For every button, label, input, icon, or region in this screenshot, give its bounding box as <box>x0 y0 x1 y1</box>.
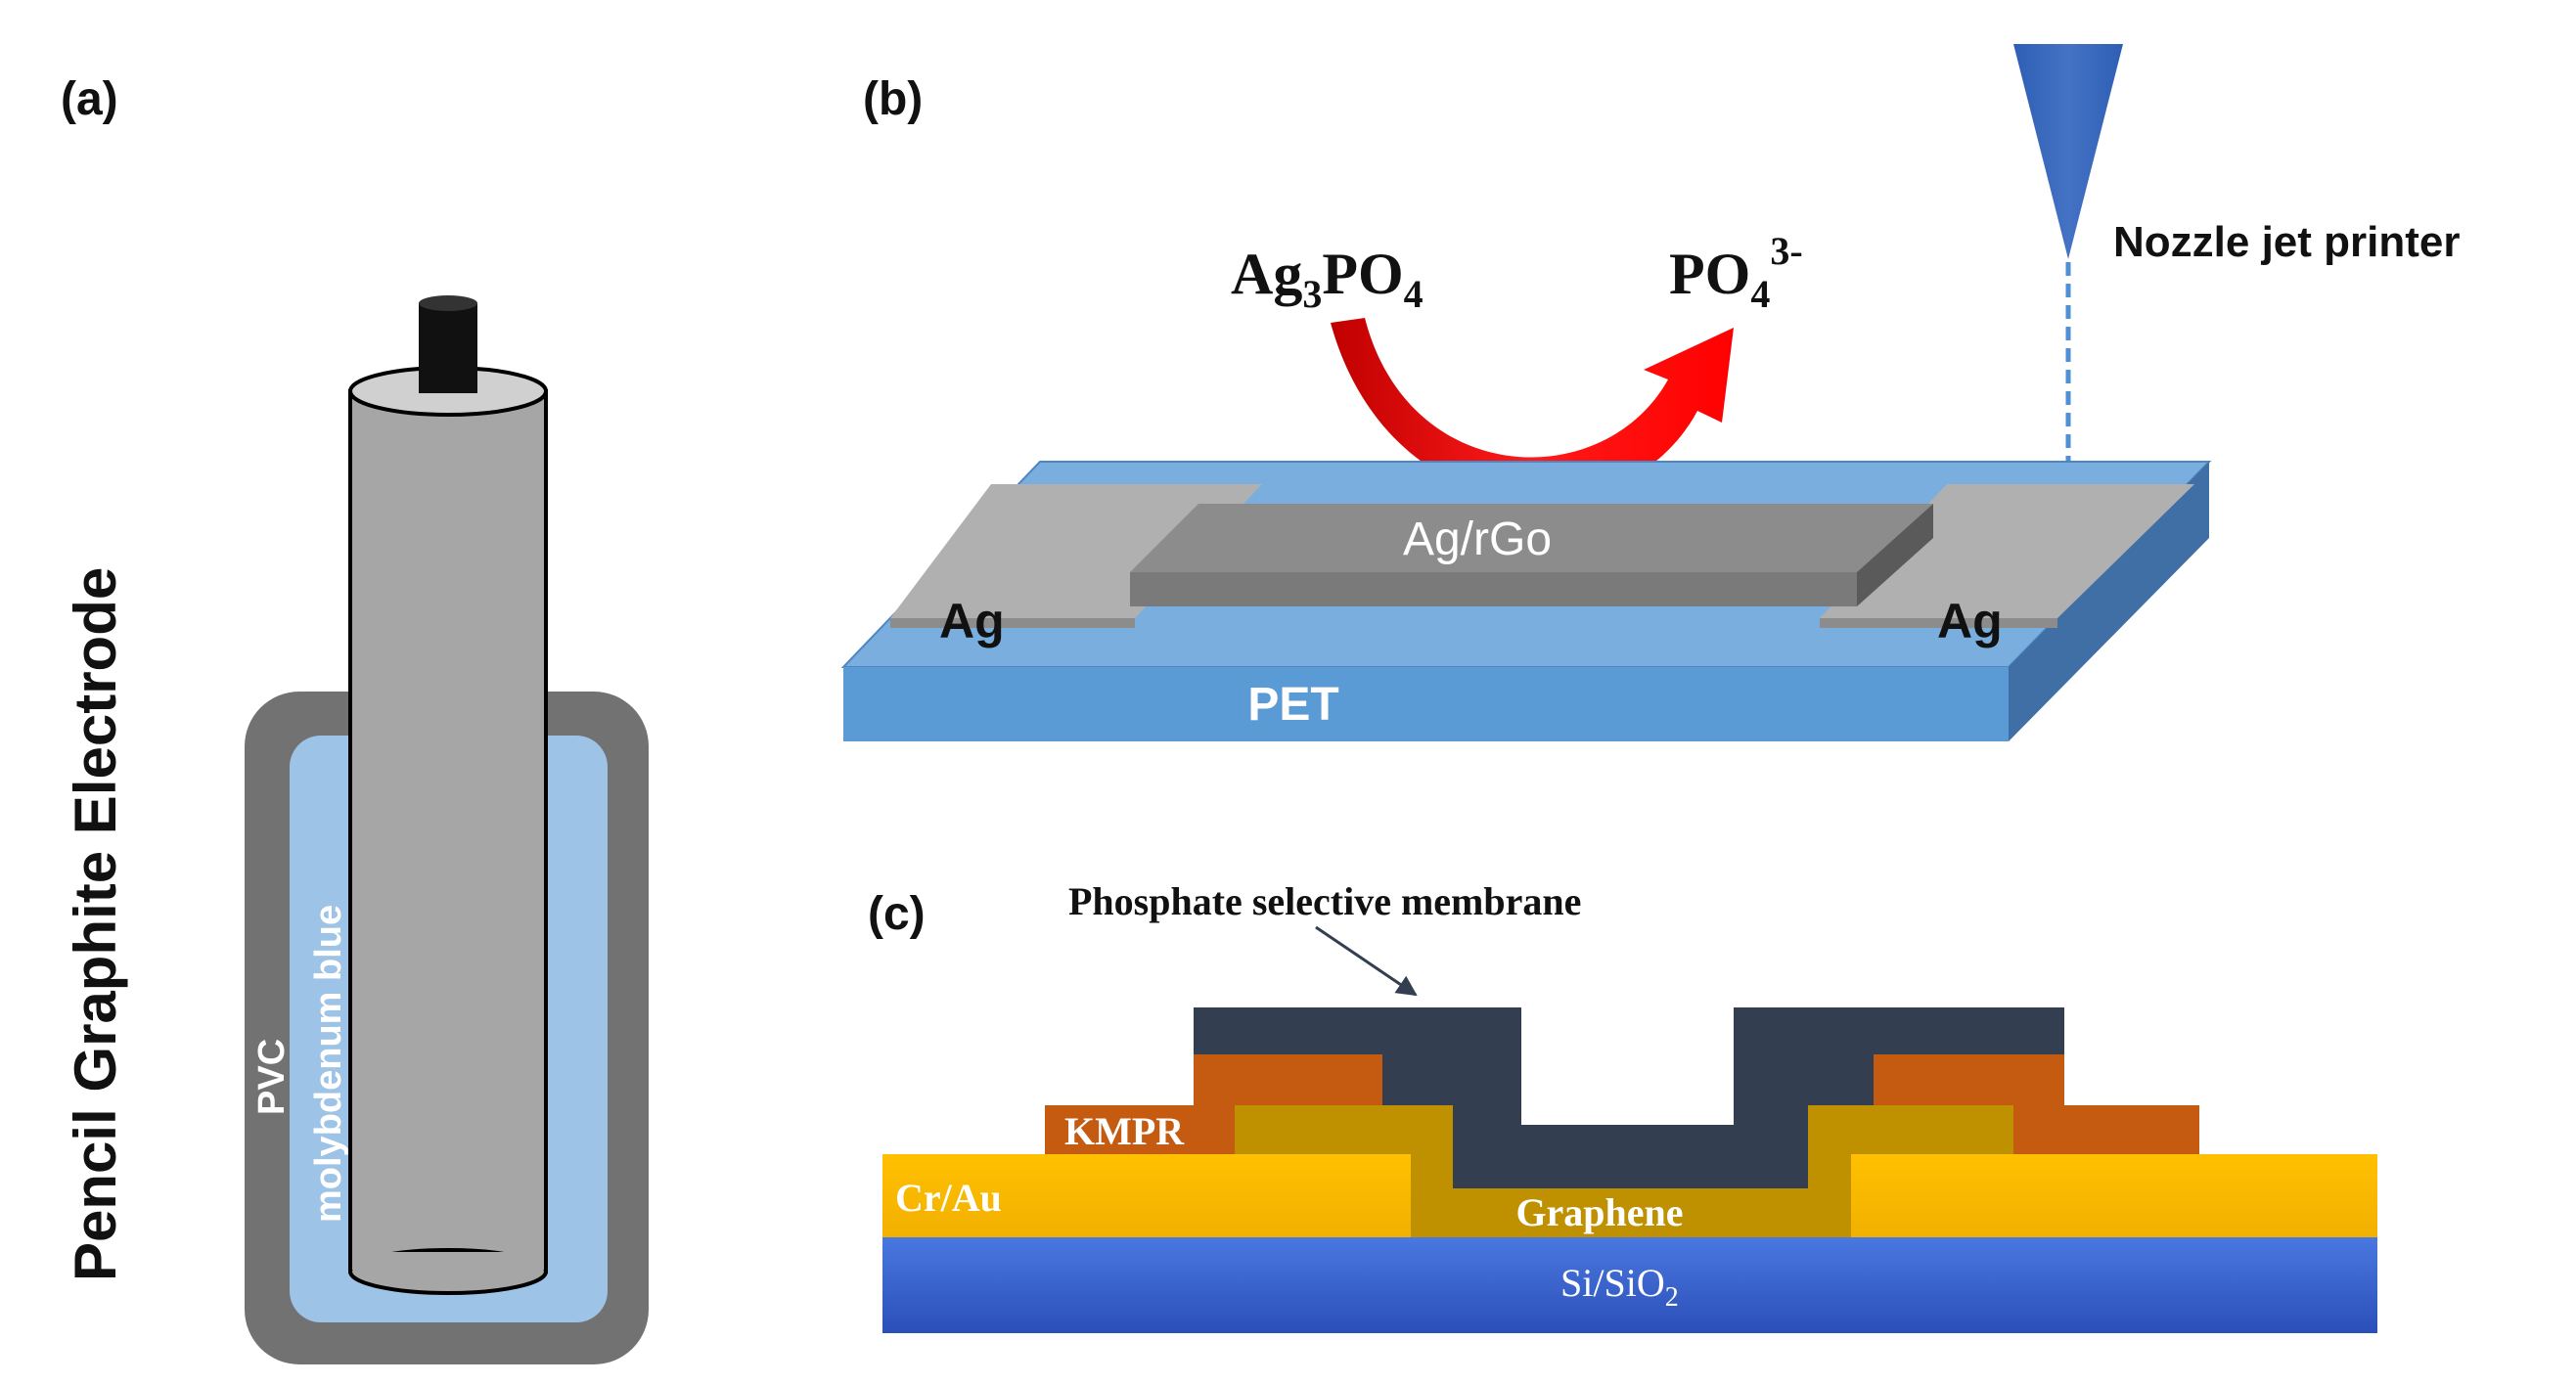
molybdenum-blue-label: molybdenum blue <box>308 905 349 1223</box>
panel-b: (b) Nozzle jet printer Ag3PO4 PO43- PET … <box>840 44 2461 741</box>
kmpr-label: KMPR <box>1064 1109 1185 1153</box>
pet-label: PET <box>1247 679 1338 731</box>
panel-b-label: (b) <box>863 73 923 125</box>
ag-contact-right <box>1820 484 2194 618</box>
ag-contact-right-edge <box>1820 618 2057 628</box>
reaction-arrow <box>1331 318 1734 501</box>
panel-a-label: (a) <box>61 73 118 125</box>
kmpr-layer-left-base <box>1045 1105 1241 1154</box>
ag-left-label: Ag <box>939 594 1005 648</box>
reactant-formula: Ag3PO4 <box>1231 242 1424 316</box>
cr-au-electrode-right <box>1851 1154 2377 1237</box>
cr-au-electrode-left <box>882 1154 1411 1237</box>
graphite-cylinder-body <box>348 389 548 1273</box>
ag-rgo-channel-top <box>1130 504 1933 572</box>
product-formula: PO43- <box>1669 229 1803 316</box>
graphite-cylinder-mask <box>352 1252 544 1270</box>
ag-rgo-label: Ag/rGo <box>1403 514 1552 565</box>
ag-rgo-channel-front <box>1130 572 1857 606</box>
panel-c-label: (c) <box>868 888 926 940</box>
si-sio2-label: Si/SiO2 <box>1560 1261 1679 1313</box>
graphene-layer <box>1235 1105 2013 1237</box>
si-sio2-substrate <box>882 1237 2377 1333</box>
ag-right-label: Ag <box>1937 594 2003 648</box>
ag-contact-left-edge <box>890 618 1135 628</box>
kmpr-layer-left-top <box>1194 1054 1382 1105</box>
kmpr-layer-right-base <box>2013 1105 2199 1154</box>
nozzle-jet-printer <box>2013 44 2123 259</box>
nozzle-jet-printer-label: Nozzle jet printer <box>2113 218 2461 266</box>
ag-contact-left <box>890 484 1262 618</box>
connector-pin-top <box>419 295 477 311</box>
pet-substrate-right-side <box>2009 462 2209 741</box>
connector-pin <box>419 303 477 393</box>
membrane-pointer-arrow <box>1315 925 1418 997</box>
pvc-label: PVC <box>251 1039 293 1115</box>
membrane-label: Phosphate selective membrane <box>1068 879 1581 923</box>
graphene-label: Graphene <box>1515 1190 1683 1234</box>
panel-a-title: Pencil Graphite Electrode <box>63 567 128 1281</box>
pet-substrate-front <box>843 667 2009 741</box>
panel-c: (c) Phosphate selective membrane Si/SiO2… <box>868 879 2377 1333</box>
kmpr-layer-right-top <box>1874 1054 2064 1105</box>
ag-rgo-channel-side <box>1857 504 1933 606</box>
cr-au-label: Cr/Au <box>895 1176 1002 1220</box>
panel-a: (a) Pencil Graphite Electrode PVC molybd… <box>61 73 649 1364</box>
phosphate-selective-membrane <box>1194 1007 2064 1188</box>
